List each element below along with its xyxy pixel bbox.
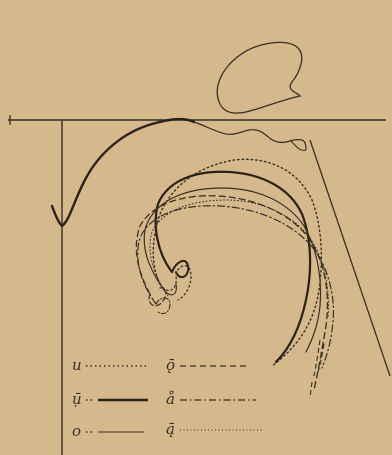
- legend-label-a-ogonek-long: ą̄: [166, 420, 175, 438]
- legend-label-o-long-ogonek: ǭ: [166, 356, 175, 374]
- legend-label-o: o: [72, 422, 81, 440]
- legend-label-u: u: [72, 356, 82, 374]
- legend-label-u-long: ụ̄: [72, 390, 82, 408]
- legend-label-a-ring: å: [166, 390, 175, 408]
